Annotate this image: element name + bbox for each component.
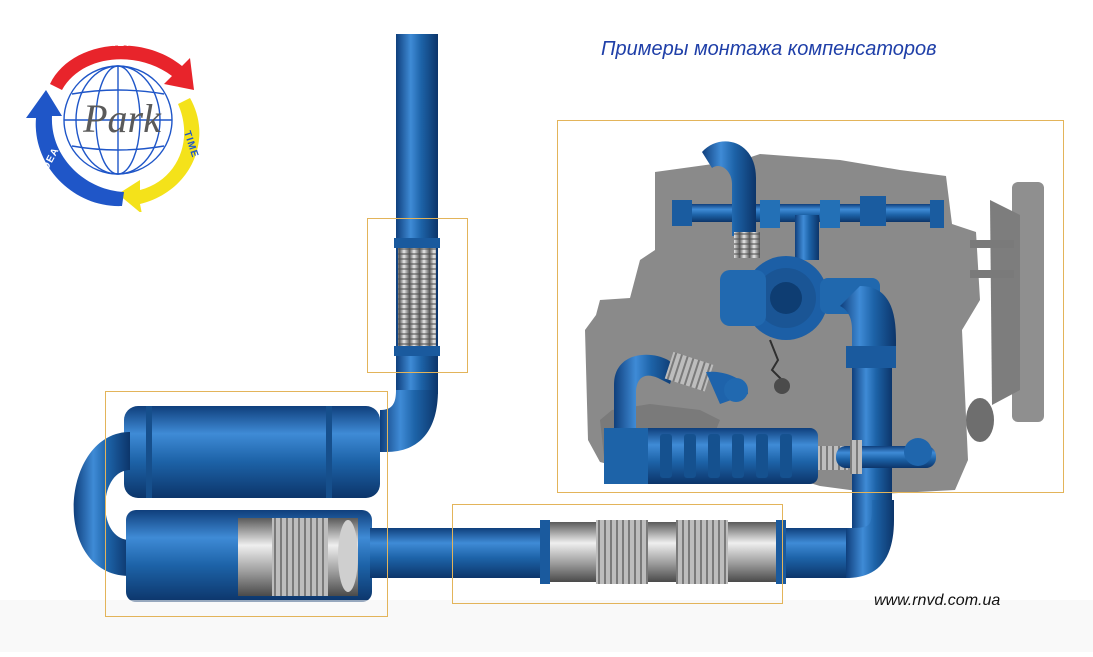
lower-muffler: [126, 510, 372, 602]
compensator-bellows: [676, 520, 728, 584]
compensator-bellows: [398, 246, 436, 348]
compensator-bellows: [272, 518, 328, 596]
upper-muffler: [124, 406, 380, 498]
floor-shadow: [0, 600, 1093, 652]
egr-cooler: [604, 428, 818, 484]
highlight-box-mufflers: [105, 391, 388, 617]
highlight-box-tailpipe: [367, 218, 468, 373]
compensator-bellows: [596, 520, 648, 584]
horizontal-main-pipe: [370, 500, 894, 584]
page-title: Примеры монтажа компенсаторов: [601, 38, 937, 60]
turbocharger: [720, 256, 896, 394]
highlight-box-engine: [557, 120, 1064, 493]
top-elbow-pipe: [702, 141, 760, 258]
logo-word-top: QUALITY: [87, 37, 149, 49]
yellow-arrow-icon: [118, 98, 200, 214]
website-url: www.rnvd.com.ua: [874, 592, 1001, 609]
tailpipe: [380, 34, 440, 452]
compensator-bellows: [734, 232, 760, 258]
u-bend-pipe: [73, 432, 130, 576]
blue-arrow-icon: [26, 90, 124, 207]
egr-pipe: [614, 351, 748, 430]
logo-brand: Park: [82, 96, 162, 141]
compensator-bellows: [664, 351, 714, 392]
red-arrow-icon: [50, 45, 194, 90]
company-logo: QUALITY IDEA TIME Park: [22, 28, 214, 214]
highlight-box-main-pipe: [452, 504, 783, 604]
globe-icon: [63, 65, 173, 175]
